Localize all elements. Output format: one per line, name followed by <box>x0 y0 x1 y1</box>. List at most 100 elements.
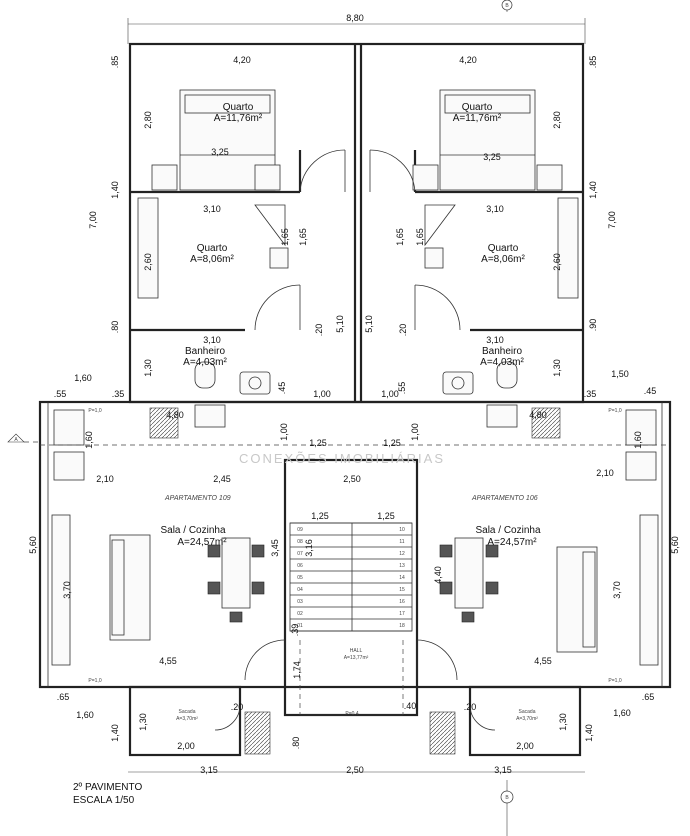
stair-step-number: 15 <box>399 587 405 593</box>
svg-text:3,10: 3,10 <box>203 204 221 214</box>
svg-text:2,45: 2,45 <box>213 474 231 484</box>
svg-text:2,80: 2,80 <box>552 111 562 129</box>
svg-text:.20: .20 <box>398 324 408 337</box>
room-area-quarto1-left: A=11,76m² <box>214 113 263 124</box>
svg-text:3,45: 3,45 <box>270 539 280 557</box>
walls <box>38 42 672 757</box>
svg-text:1,65: 1,65 <box>415 228 425 246</box>
svg-text:B: B <box>505 3 509 9</box>
stair-step-number: 02 <box>297 611 303 617</box>
stair-step-number: 10 <box>399 527 405 533</box>
watermark: CONEXÕES IMOBILIÁRIAS <box>239 451 443 466</box>
svg-text:1,60: 1,60 <box>633 431 643 449</box>
svg-text:3,10: 3,10 <box>486 335 504 345</box>
svg-text:3,10: 3,10 <box>486 204 504 214</box>
stair-step-number: 13 <box>399 563 405 569</box>
room-name-sacada-left: Sacada <box>179 709 196 715</box>
kitchen-left <box>40 407 670 481</box>
room-area-hall: A=13,77m² <box>344 655 369 661</box>
door-swings-upper <box>254 149 461 331</box>
room-area-sala-right: A=24,57m² <box>487 537 537 548</box>
section-marker-a: A <box>7 433 40 443</box>
room-name-sala-right: Sala / Cozinha <box>475 525 540 536</box>
svg-text:.35: .35 <box>112 389 125 399</box>
svg-text:.65: .65 <box>57 692 70 702</box>
room-area-quarto2-right: A=8,06m² <box>481 254 525 265</box>
section-marker-bottom: B <box>500 780 514 836</box>
svg-text:4,80: 4,80 <box>529 410 547 420</box>
wardrobe-left <box>137 197 289 299</box>
room-name-banheiro-right: Banheiro <box>482 346 522 357</box>
svg-text:1,40: 1,40 <box>588 181 598 199</box>
svg-text:.45: .45 <box>277 382 287 395</box>
svg-text:2,10: 2,10 <box>596 468 614 478</box>
svg-text:1,60: 1,60 <box>613 708 631 718</box>
svg-text:1,25: 1,25 <box>311 511 329 521</box>
svg-text:1,00: 1,00 <box>279 423 289 441</box>
hall-lines <box>299 640 404 716</box>
apartment-label-left: APARTAMENTO 109 <box>164 495 231 502</box>
svg-text:7,00: 7,00 <box>88 211 98 229</box>
room-area-banheiro-right: A=4,03m² <box>480 357 524 368</box>
svg-text:5,60: 5,60 <box>670 536 680 554</box>
svg-text:.55: .55 <box>397 382 407 395</box>
svg-text:1,50: 1,50 <box>611 369 629 379</box>
svg-text:3,16: 3,16 <box>304 539 314 557</box>
room-name-quarto1-right: Quarto <box>462 102 493 113</box>
svg-text:.65: .65 <box>642 692 655 702</box>
svg-text:5,10: 5,10 <box>335 315 345 333</box>
svg-text:2,60: 2,60 <box>552 253 562 271</box>
svg-text:1,25: 1,25 <box>309 438 327 448</box>
level-markers: P=1,0 P=1,0 P=1,0 P=1,0 P=0,4 <box>88 408 621 717</box>
svg-text:1,25: 1,25 <box>383 438 401 448</box>
svg-text:3,10: 3,10 <box>203 335 221 345</box>
bathroom-right-fixtures <box>442 361 518 428</box>
svg-text:.39: .39 <box>290 624 300 637</box>
stair-step-number: 11 <box>399 539 404 545</box>
svg-text:1,30: 1,30 <box>138 713 148 731</box>
sofa-right <box>556 514 659 666</box>
caption: 2º PAVIMENTO ESCALA 1/50 <box>73 782 142 806</box>
section-marker-top: B <box>501 0 513 12</box>
room-name-quarto2-left: Quarto <box>197 243 228 254</box>
bed-left <box>151 89 281 191</box>
svg-text:1,00: 1,00 <box>381 389 399 399</box>
svg-text:.55: .55 <box>54 389 67 399</box>
svg-text:.85: .85 <box>588 56 598 69</box>
svg-text:3,70: 3,70 <box>62 581 72 599</box>
stair-step-number: 18 <box>399 623 405 629</box>
wardrobe-right <box>424 197 579 299</box>
svg-text:2,00: 2,00 <box>177 741 195 751</box>
svg-text:.35: .35 <box>584 389 597 399</box>
room-name-hall: HALL <box>350 648 363 654</box>
svg-text:1,60: 1,60 <box>84 431 94 449</box>
svg-text:1,74: 1,74 <box>292 661 302 679</box>
room-area-sacada-right: A=3,70m² <box>516 716 538 722</box>
dining-left <box>207 537 265 623</box>
svg-text:P=1,0: P=1,0 <box>88 678 101 684</box>
svg-text:2,00: 2,00 <box>516 741 534 751</box>
svg-text:4,55: 4,55 <box>534 656 552 666</box>
stair-step-number: 03 <box>297 599 303 605</box>
room-area-sala-left: A=24,57m² <box>177 537 227 548</box>
svg-text:A: A <box>14 437 18 443</box>
svg-text:.45: .45 <box>644 386 657 396</box>
stair-step-number: 01 <box>297 623 303 629</box>
svg-text:4,40: 4,40 <box>433 566 443 584</box>
svg-text:1,40: 1,40 <box>110 724 120 742</box>
svg-text:.90: .90 <box>588 319 598 332</box>
room-labels: Quarto A=11,76m² Quarto A=11,76m² Quarto… <box>160 102 540 722</box>
overall-width-label: 8,80 <box>346 13 364 23</box>
stair-step-number: 08 <box>297 539 303 545</box>
svg-text:2,60: 2,60 <box>143 253 153 271</box>
stair-step-number: 06 <box>297 563 303 569</box>
svg-text:1,30: 1,30 <box>552 359 562 377</box>
stair-step-number: 12 <box>399 551 405 557</box>
svg-text:1,60: 1,60 <box>76 710 94 720</box>
top-dimension: 8,80 <box>127 13 586 44</box>
bed-right <box>412 89 563 191</box>
svg-text:3,70: 3,70 <box>612 581 622 599</box>
room-area-quarto2-left: A=8,06m² <box>190 254 234 265</box>
svg-text:P=0,4: P=0,4 <box>345 711 358 717</box>
room-area-banheiro-left: A=4,03m² <box>183 357 227 368</box>
